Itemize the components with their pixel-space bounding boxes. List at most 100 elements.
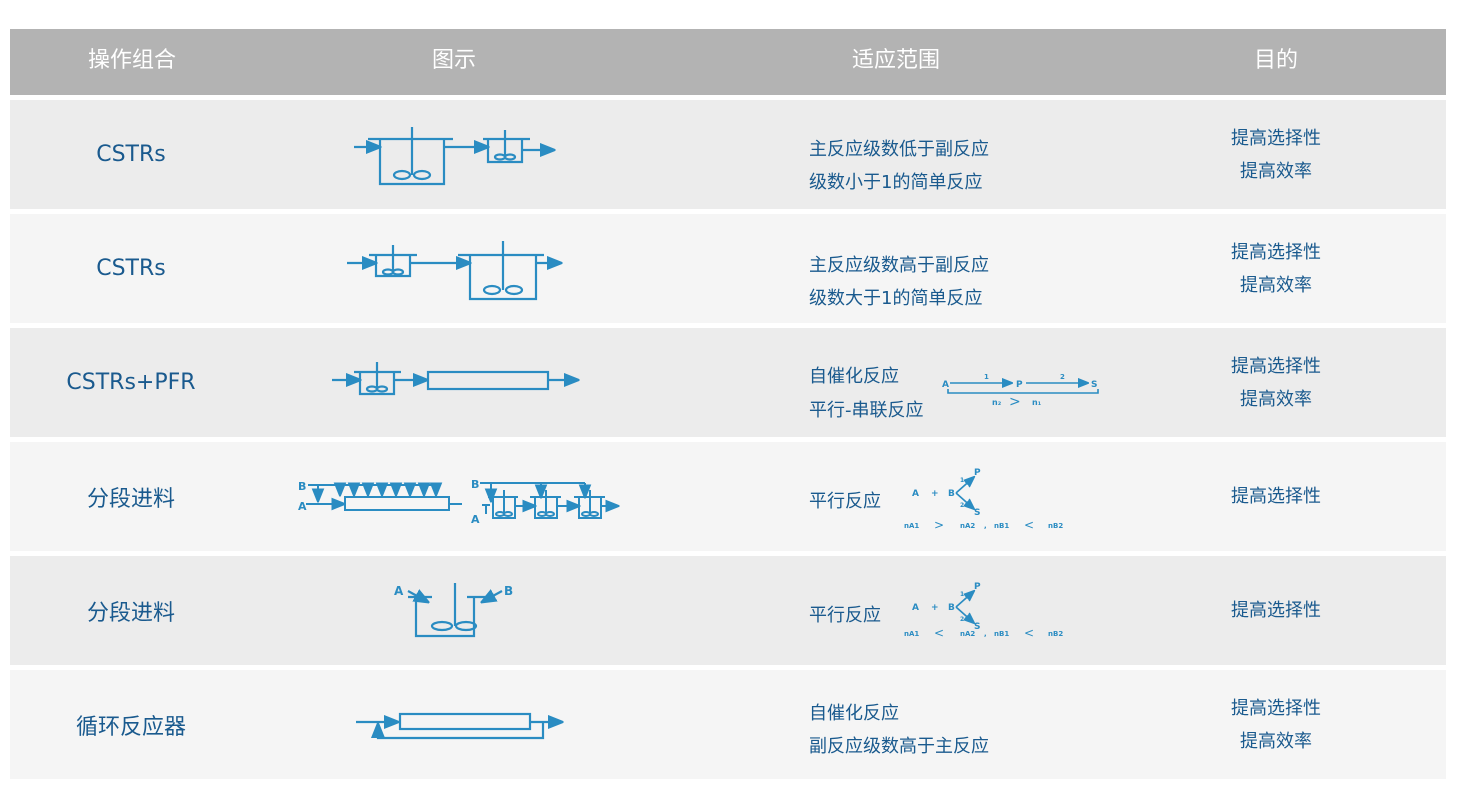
goal-line: 提高效率 — [1240, 730, 1312, 752]
operation-cell: 循环反应器 — [75, 714, 186, 740]
order-compare: > — [1009, 394, 1021, 410]
order-compare-b: < — [1024, 626, 1034, 640]
species-a: A — [942, 380, 949, 390]
goal-line: 提高选择性 — [1231, 355, 1321, 377]
range-line: 平行-串联反应 — [809, 400, 924, 421]
rate-constant-1: 1 — [960, 477, 964, 484]
species-p: P — [974, 468, 981, 478]
species-s: S — [974, 508, 980, 518]
staged-feed-diagram: B A B A — [298, 478, 630, 526]
dual-feed-cstr-diagram: A B — [394, 583, 513, 638]
goal-line: 提高选择性 — [1231, 127, 1321, 149]
goal-cell: 提高选择性 — [1176, 442, 1376, 551]
species-b: B — [948, 489, 955, 499]
range-cell: 平行反应 A + B P S 1 2 nA1 < nA2 , nB1 < nB2 — [809, 556, 1169, 665]
range-line: 副反应级数高于主反应 — [809, 736, 989, 757]
header-diagram: 图示 — [431, 48, 477, 73]
feed-label-a: A — [298, 500, 307, 513]
order-a1: nA1 — [904, 630, 919, 638]
goal-line: 提高选择性 — [1231, 600, 1321, 621]
species-a: A — [912, 603, 919, 613]
goal-cell: 提高选择性 提高效率 — [1176, 100, 1376, 209]
rate-constant-1: 1 — [984, 373, 989, 381]
table-row: CSTRs — [10, 214, 1446, 323]
operation-cell: CSTRs+PFR — [66, 370, 196, 395]
operation-cell: 分段进料 — [86, 600, 175, 626]
table-row: CSTRs+PFR 自催化反应 平行-串联反应 — [10, 328, 1446, 437]
range-line: 平行反应 — [809, 491, 881, 512]
diagram-cell: A B — [290, 556, 630, 665]
separator: , — [984, 630, 987, 638]
range-cell: 平行反应 A + B P S 1 2 nA1 > nA2 , nB1 < nB2 — [809, 442, 1169, 551]
feed-label-a: A — [394, 584, 404, 598]
goal-line: 提高效率 — [1240, 160, 1312, 182]
order-left: n₂ — [992, 398, 1002, 407]
feed-label-a: A — [471, 513, 480, 526]
rate-constant-2: 2 — [960, 502, 964, 509]
order-a1: nA1 — [904, 522, 919, 530]
order-compare-a: < — [934, 626, 944, 640]
range-line: 主反应级数高于副反应 — [809, 255, 989, 276]
plus-sign: + — [931, 603, 939, 613]
order-right: n₁ — [1032, 398, 1042, 407]
order-compare-a: > — [934, 518, 944, 532]
goal-cell: 提高选择性 提高效率 — [1176, 328, 1376, 437]
range-cell: 主反应级数低于副反应 级数小于1的简单反应 — [809, 100, 1169, 209]
table-row: 分段进料 — [10, 442, 1446, 551]
order-a2: nA2 — [960, 522, 975, 530]
diagram-cell — [290, 214, 630, 323]
goal-cell: 提高选择性 提高效率 — [1176, 670, 1376, 779]
rate-constant-1: 1 — [960, 591, 964, 598]
range-line: 自催化反应 — [809, 366, 899, 387]
species-p: P — [1016, 380, 1023, 390]
feed-label-b: B — [471, 478, 479, 491]
range-line: 平行反应 — [809, 605, 881, 626]
order-b2: nB2 — [1048, 630, 1063, 638]
operation-cell: CSTRs — [96, 256, 166, 281]
table-row: 分段进料 A B 平行反应 — [10, 556, 1446, 665]
plus-sign: + — [931, 489, 939, 499]
parallel-reaction-scheme: A + B P S 1 2 nA1 < nA2 , nB1 < nB2 — [904, 582, 1063, 640]
range-line: 级数大于1的简单反应 — [809, 288, 983, 309]
goal-cell: 提高选择性 提高效率 — [1176, 214, 1376, 323]
goal-line: 提高选择性 — [1231, 697, 1321, 719]
small-cstr-then-large-cstr-diagram — [347, 241, 630, 301]
species-a: A — [912, 489, 919, 499]
range-cell: 自催化反应 副反应级数高于主反应 — [809, 670, 1169, 779]
range-line: 主反应级数低于副反应 — [809, 139, 989, 160]
large-cstr-then-small-cstr-diagram — [354, 127, 630, 186]
order-b2: nB2 — [1048, 522, 1063, 530]
range-line: 级数小于1的简单反应 — [809, 172, 983, 193]
order-a2: nA2 — [960, 630, 975, 638]
reactor-selection-table: 操作组合 图示 适应范围 目的 CSTRs — [10, 29, 1446, 784]
goal-line: 提高选择性 — [1231, 241, 1321, 263]
parallel-reaction-scheme: A + B P S 1 2 nA1 > nA2 , nB1 < nB2 — [904, 468, 1063, 532]
header-range: 适应范围 — [851, 48, 941, 73]
order-compare-b: < — [1024, 518, 1034, 532]
table-row: 循环反应器 自催化反应 副反应级数高于主反应 提高选择性 提高效率 — [10, 670, 1446, 779]
range-line: 自催化反应 — [809, 703, 899, 724]
header-operation: 操作组合 — [87, 48, 177, 73]
goal-cell: 提高选择性 — [1176, 556, 1376, 665]
recycle-reactor-diagram — [356, 712, 630, 740]
separator: , — [984, 522, 987, 530]
feed-label-b: B — [298, 480, 306, 493]
species-b: B — [948, 603, 955, 613]
species-p: P — [974, 582, 981, 592]
order-b1: nB1 — [994, 522, 1009, 530]
order-b1: nB1 — [994, 630, 1009, 638]
diagram-cell — [290, 670, 630, 779]
range-cell: 自催化反应 平行-串联反应 A P S 1 2 n₂ > n₁ — [809, 328, 1169, 437]
operation-cell: 分段进料 — [86, 486, 175, 512]
goal-line: 提高效率 — [1240, 274, 1312, 296]
cstr-then-pfr-diagram — [332, 362, 630, 396]
table-row: CSTRs — [10, 100, 1446, 209]
species-s: S — [974, 622, 980, 632]
header-goal: 目的 — [1253, 48, 1299, 73]
goal-line: 提高效率 — [1240, 388, 1312, 410]
diagram-cell — [290, 100, 630, 209]
operation-cell: CSTRs — [96, 142, 166, 167]
table-header: 操作组合 图示 适应范围 目的 — [10, 29, 1446, 95]
goal-line: 提高选择性 — [1231, 486, 1321, 507]
rate-constant-2: 2 — [960, 616, 964, 623]
